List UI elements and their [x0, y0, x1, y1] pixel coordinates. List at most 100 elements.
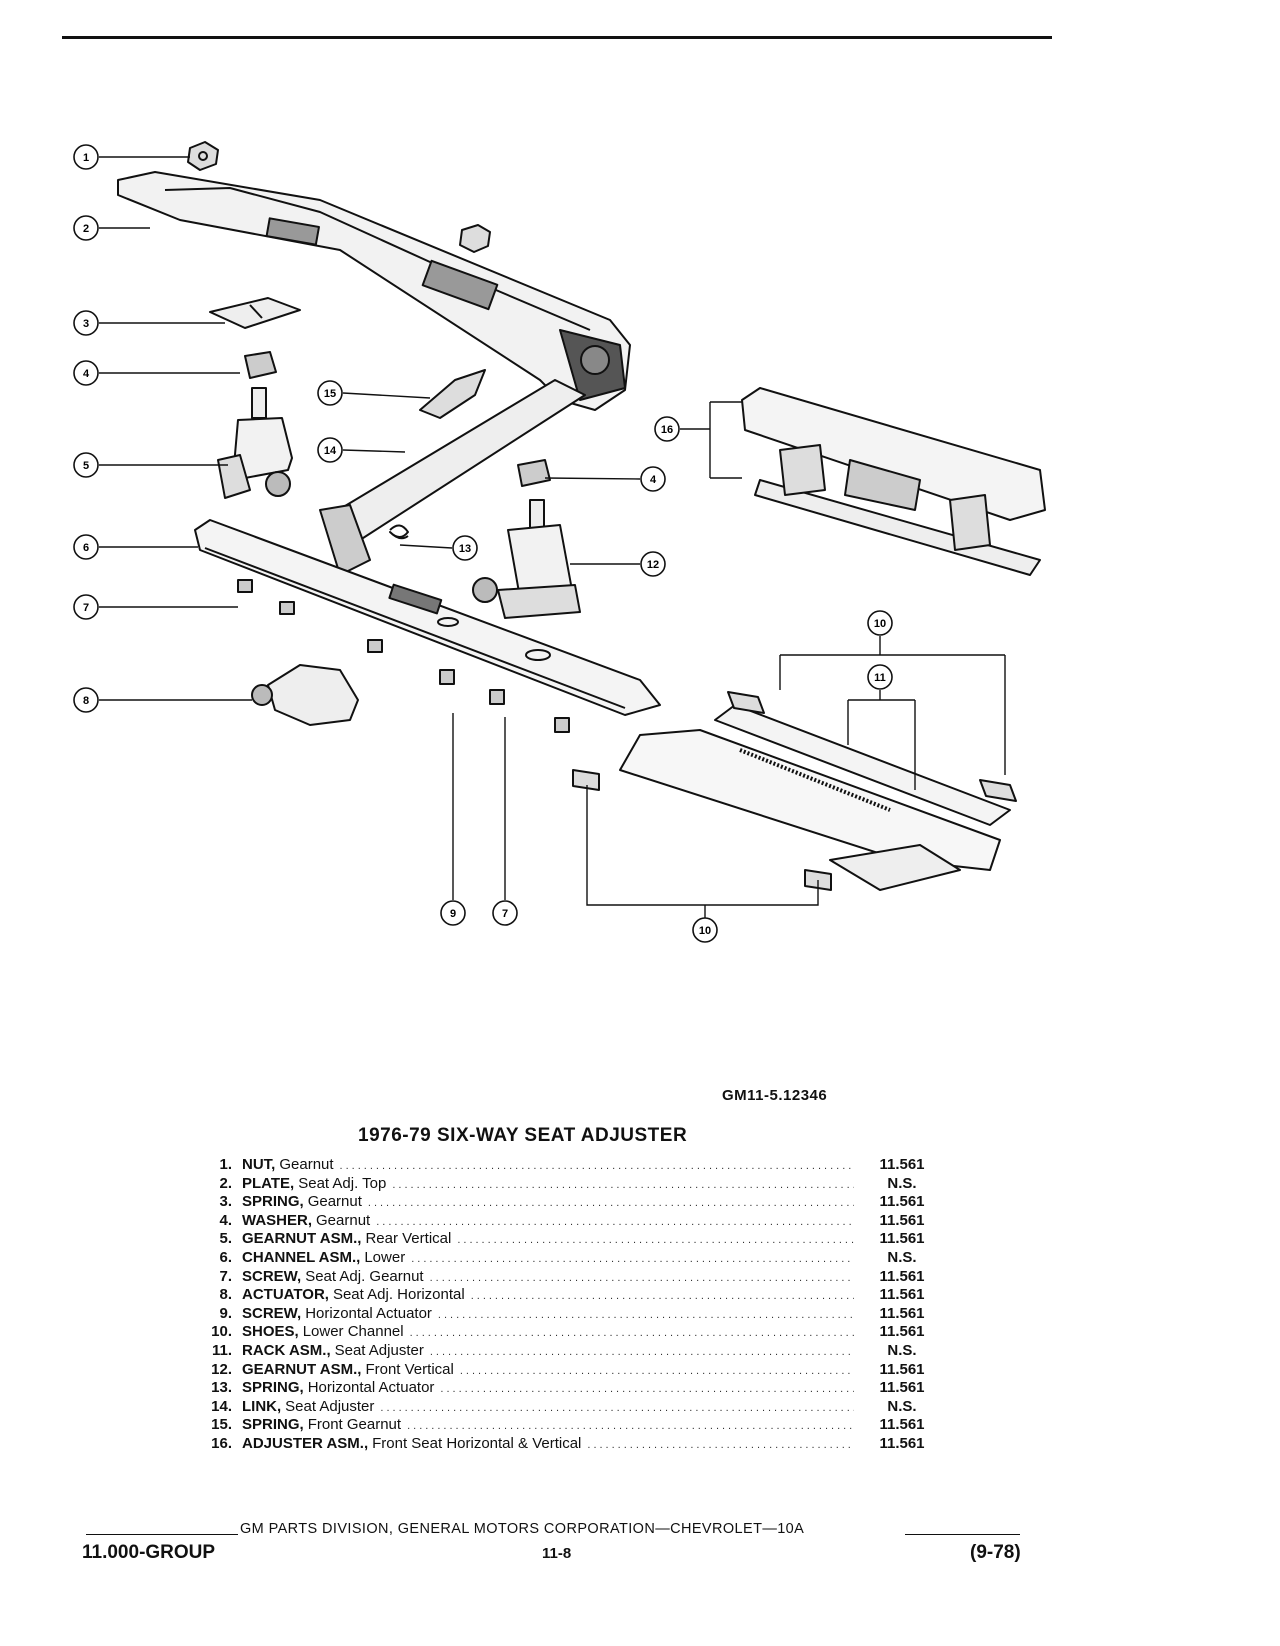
part-row: 13. SPRING,Horizontal Actuator...........…: [190, 1379, 950, 1398]
part-number: 3.: [219, 1193, 232, 1211]
part-row: 8.ACTUATOR,Seat Adj. Horizontal.........…: [190, 1286, 950, 1305]
part-number: 1.: [219, 1156, 232, 1173]
channel-shoes: [572, 691, 1017, 891]
callout-label: 9: [450, 908, 456, 920]
part-description: Gearnut: [316, 1211, 371, 1229]
part-number: 11.: [211, 1341, 232, 1359]
callout-circle: [73, 452, 99, 478]
seat-adjuster-link: [319, 379, 586, 576]
leader-dots: ........................................…: [392, 1178, 854, 1191]
callout-label: 3: [83, 318, 89, 330]
callout-circle: [867, 664, 893, 690]
part-code: 11.561: [879, 1416, 925, 1434]
part-number: 14.: [211, 1397, 232, 1415]
page-title: 1976-79 SIX-WAY SEAT ADJUSTER: [358, 1125, 688, 1146]
callout-circle: [73, 360, 99, 386]
top-plate: [117, 171, 631, 411]
part-description: Front Gearnut: [307, 1416, 402, 1434]
callout-circle: [492, 900, 518, 926]
part-description: Horizontal Actuator: [307, 1379, 435, 1397]
part-number: 8.: [219, 1286, 232, 1304]
part-description: Horizontal Actuator: [305, 1304, 432, 1322]
figure-id: GM11-5.12346: [722, 1087, 828, 1104]
part-row: 3.SPRING,Gearnut........................…: [190, 1193, 950, 1212]
callout-circle: [317, 380, 343, 406]
part-code: 11.561: [879, 1156, 925, 1173]
part-row: 15.SPRING,Front Gearnut.................…: [190, 1416, 950, 1435]
callout-circle: [73, 144, 99, 170]
part-number: 16.: [211, 1434, 232, 1452]
callout-label: 4: [650, 474, 657, 486]
part-code: 11.561: [879, 1193, 925, 1211]
horizontal-actuator-spring: [389, 524, 409, 540]
part-number: 10.: [211, 1323, 232, 1341]
part-name: SPRING,: [242, 1379, 304, 1397]
part-name: ADJUSTER ASM.,: [242, 1434, 369, 1452]
callout-circle: [73, 534, 99, 560]
part-name: SCREW,: [242, 1267, 302, 1285]
page-number: 11-8: [542, 1545, 572, 1562]
part-name: WASHER,: [242, 1211, 313, 1229]
part-code: 11.561: [879, 1434, 925, 1452]
callout-label: 2: [83, 223, 89, 235]
leader-dots: ........................................…: [470, 1290, 854, 1303]
front-gearnut-spring: [419, 369, 486, 419]
part-name: GEARNUT ASM.,: [242, 1360, 362, 1378]
leader-dots: ........................................…: [429, 1271, 854, 1284]
callout-label: 7: [83, 602, 89, 614]
parts-list: 1.NUT,Gearnut...........................…: [190, 1156, 950, 1454]
leader-dots: ........................................…: [409, 1327, 854, 1340]
callout-circle: [867, 610, 893, 636]
leader-dots: ........................................…: [440, 1383, 854, 1396]
leader-lines: [99, 156, 1006, 918]
part-description: Lower: [364, 1248, 406, 1266]
part-number: 12.: [211, 1360, 232, 1378]
callout-circle: [640, 466, 666, 492]
part-code: 11.561: [879, 1230, 925, 1248]
gearnut-spring: [209, 297, 301, 329]
part-row: 9.SCREW,Horizontal Actuator.............…: [190, 1305, 950, 1324]
callout-circle: [440, 900, 466, 926]
part-row: 1.NUT,Gearnut...........................…: [190, 1156, 950, 1175]
part-code: 11.561: [879, 1267, 925, 1285]
callout-circle: [317, 437, 343, 463]
part-number: 9.: [219, 1304, 232, 1322]
part-name: SPRING,: [242, 1416, 304, 1434]
callout-circle: [73, 310, 99, 336]
part-number: 6.: [219, 1248, 232, 1266]
rack-assembly: [619, 704, 1011, 891]
part-row: 14.LINK,Seat Adjuster...................…: [190, 1398, 950, 1417]
leader-dots: ........................................…: [339, 1160, 854, 1172]
callout-label: 10: [874, 618, 886, 630]
part-description: Front Vertical: [365, 1360, 454, 1378]
part-row: 11.RACK ASM.,Seat Adjuster..............…: [190, 1342, 950, 1361]
adjuster-assembly-inset: [741, 387, 1046, 576]
screws: [237, 579, 570, 733]
part-code: 11.561: [879, 1211, 925, 1229]
part-row: 7.SCREW,Seat Adj. Gearnut...............…: [190, 1268, 950, 1287]
part-row: 12. GEARNUT ASM.,Front Vertical..........…: [190, 1361, 950, 1380]
callout-circle: [73, 594, 99, 620]
leader-dots: ........................................…: [437, 1308, 854, 1321]
callout-label: 6: [83, 542, 89, 554]
part-name: GEARNUT ASM.,: [242, 1230, 362, 1248]
leader-dots: ........................................…: [459, 1364, 854, 1377]
part-name: SPRING,: [242, 1193, 304, 1211]
part-code: 11.561: [879, 1323, 925, 1341]
part-description: Seat Adjuster: [285, 1397, 375, 1415]
part-description: Seat Adj. Top: [298, 1174, 387, 1192]
part-number: 5.: [219, 1230, 232, 1248]
top-rule: [62, 36, 1052, 39]
part-name: LINK,: [242, 1397, 282, 1415]
part-row: 10.SHOES,Lower Channel..................…: [190, 1323, 950, 1342]
part-number: 13.: [211, 1379, 232, 1397]
callout-label: 16: [661, 424, 673, 436]
part-description: Rear Vertical: [365, 1230, 452, 1248]
callout-circle: [452, 535, 478, 561]
gearnut-nut-1: [187, 141, 219, 171]
part-description: Gearnut: [307, 1193, 362, 1211]
part-number: 4.: [219, 1211, 232, 1229]
part-number: 7.: [219, 1267, 232, 1285]
